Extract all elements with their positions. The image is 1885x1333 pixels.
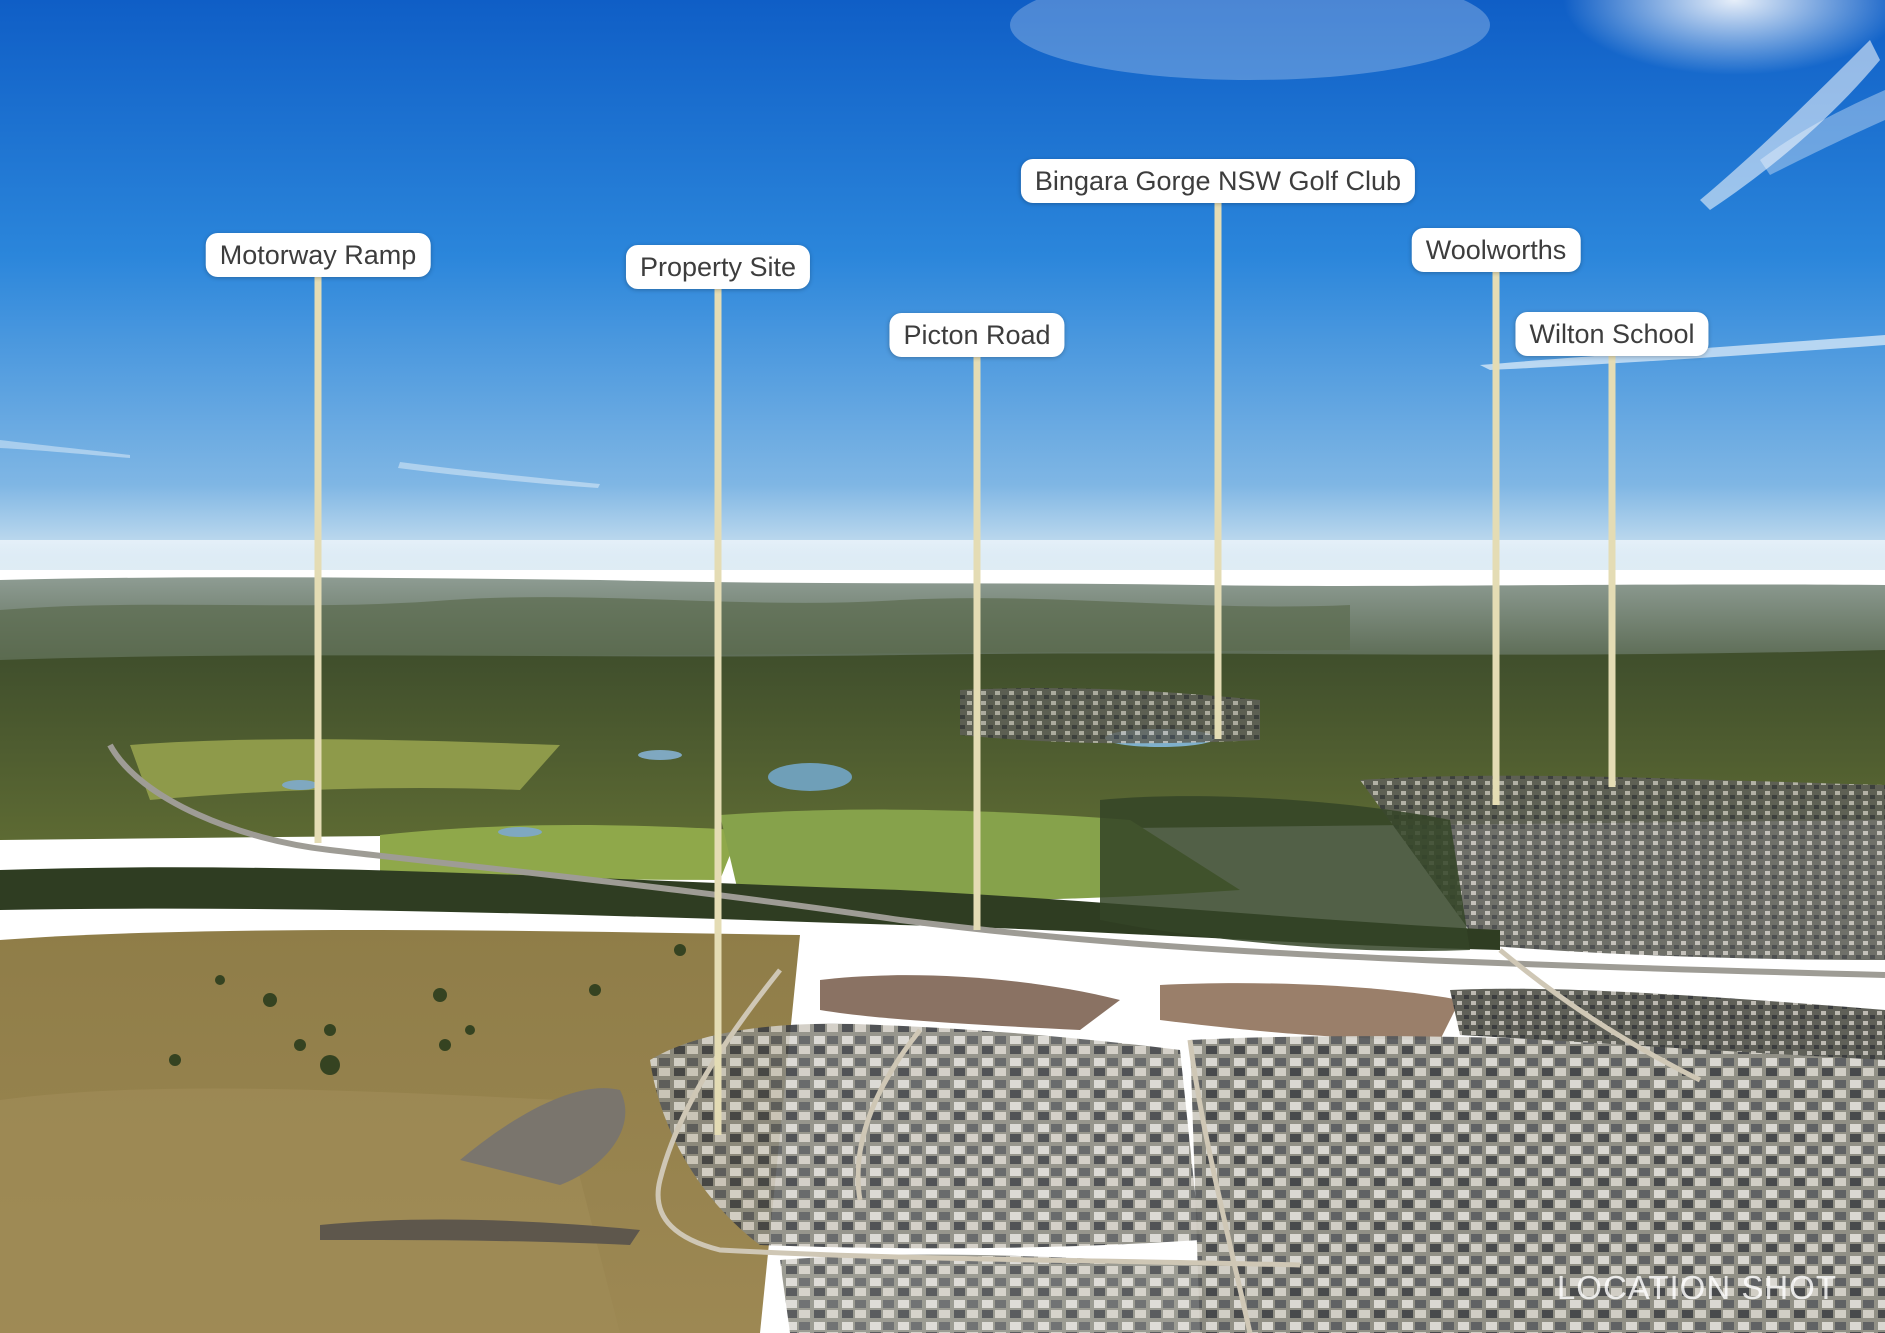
pin-line [1492, 268, 1500, 805]
pin-label-woolworths: Woolworths [1411, 228, 1581, 272]
watermark-text: LOCATION SHOT [1556, 1269, 1837, 1306]
pin-line [314, 273, 322, 843]
pin-line [973, 353, 981, 930]
pin-line [714, 285, 722, 1135]
pin-line [1608, 352, 1616, 787]
pin-line [1214, 199, 1222, 739]
pin-label-wilton-school: Wilton School [1515, 312, 1709, 356]
pin-label-property-site: Property Site [625, 245, 811, 289]
pin-label-motorway-ramp: Motorway Ramp [205, 233, 431, 277]
pin-label-golf-club: Bingara Gorge NSW Golf Club [1020, 159, 1416, 203]
pin-label-picton-road: Picton Road [889, 313, 1065, 357]
